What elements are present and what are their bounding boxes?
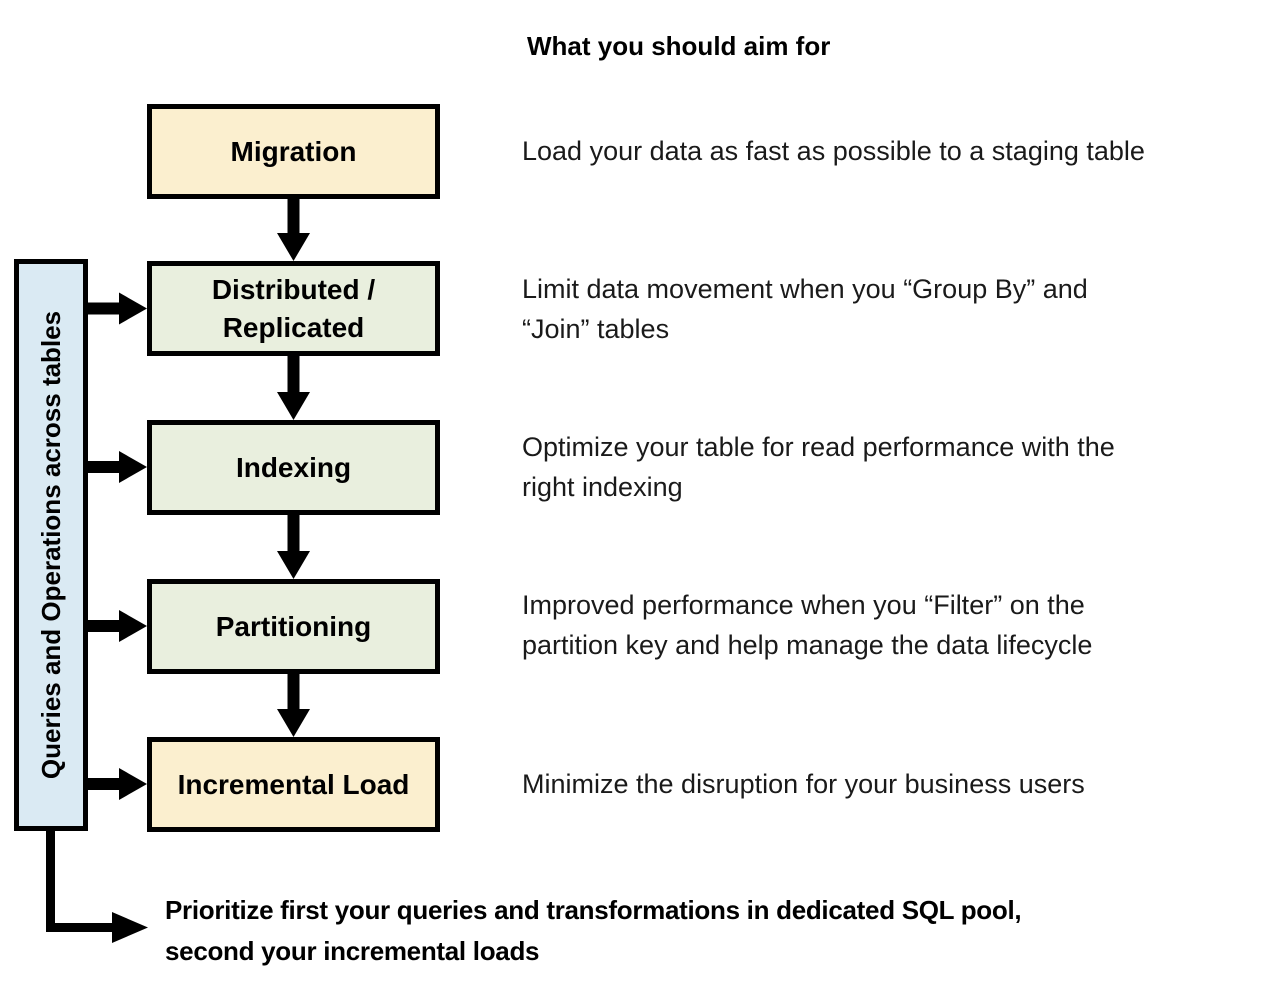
flow-step-partitioning: Partitioning bbox=[147, 579, 440, 674]
flow-step-distributed-replicated: Distributed / Replicated bbox=[147, 261, 440, 356]
sidebar-label: Queries and Operations across tables bbox=[35, 310, 66, 780]
description-indexing: Optimize your table for read performance… bbox=[522, 432, 1115, 502]
arrow-down-partitioning-to-incremental bbox=[277, 671, 310, 737]
description-migration: Load your data as fast as possible to a … bbox=[522, 136, 1145, 166]
flow-step-label: Distributed / Replicated bbox=[211, 273, 376, 343]
arrow-sidebar-to-indexing bbox=[84, 451, 147, 483]
flow-step-label: Incremental Load bbox=[177, 768, 410, 800]
flow-step-label: Migration bbox=[230, 135, 357, 167]
description-partitioning: Improved performance when you “Filter” o… bbox=[522, 590, 1093, 660]
arrow-down-indexing-to-partitioning bbox=[277, 512, 310, 579]
flow-step-incremental-load: Incremental Load bbox=[147, 737, 440, 832]
sidebar-box: Queries and Operations across tables bbox=[14, 259, 88, 831]
flow-step-label: Indexing bbox=[235, 451, 352, 483]
arrow-sidebar-to-incremental bbox=[84, 768, 147, 800]
flow-step-migration: Migration bbox=[147, 104, 440, 199]
arrow-sidebar-to-footer bbox=[46, 826, 148, 943]
arrow-down-distributed-to-indexing bbox=[277, 353, 310, 420]
flow-step-label: Partitioning bbox=[215, 610, 372, 642]
description-distributed-replicated: Limit data movement when you “Group By” … bbox=[522, 274, 1088, 344]
footer-priority-note: Prioritize first your queries and transf… bbox=[165, 895, 1022, 966]
page-title: What you should aim for bbox=[527, 31, 831, 61]
description-incremental-load: Minimize the disruption for your busines… bbox=[522, 769, 1085, 799]
flow-step-indexing: Indexing bbox=[147, 420, 440, 515]
arrow-sidebar-to-partitioning bbox=[84, 610, 147, 642]
arrow-down-migration-to-distributed bbox=[277, 196, 310, 261]
arrow-sidebar-to-distributed bbox=[84, 292, 147, 325]
